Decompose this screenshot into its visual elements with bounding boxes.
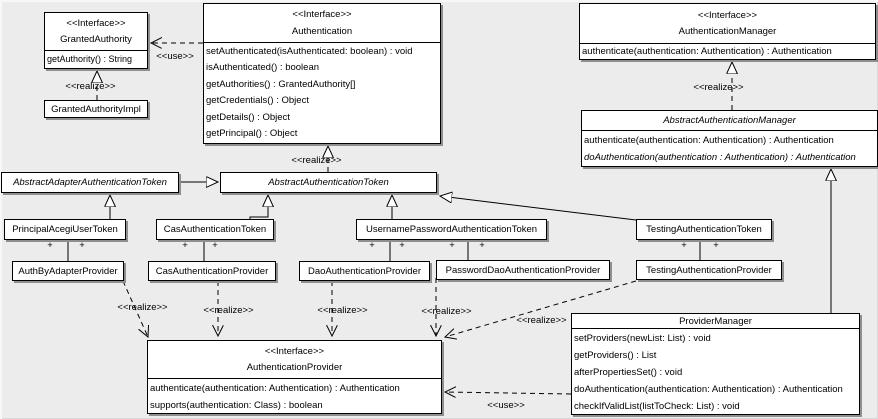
realize-label: <<realize>> <box>317 305 368 316</box>
class-principal-acegi-user-token[interactable]: PrincipalAcegiUserToken <box>4 219 126 240</box>
multiplicity-label: + <box>182 240 188 251</box>
class-password-dao-authentication-provider[interactable]: PasswordDaoAuthenticationProvider <box>436 260 610 280</box>
uml-method: getDetails() : Object <box>206 111 290 123</box>
uml-method: authenticate(authentication: Authenticat… <box>150 383 400 394</box>
uml-method: supports(authentication: Class) : boolea… <box>150 400 323 411</box>
class-cas-authentication-token[interactable]: CasAuthenticationToken <box>156 219 274 240</box>
realize-label: <<realize>> <box>65 81 116 92</box>
realize-label: <<realize>> <box>117 302 168 313</box>
class-testing-authentication-token[interactable]: TestingAuthenticationToken <box>636 219 772 240</box>
use-label: <<use>> <box>487 400 525 411</box>
class-name: TestingAuthenticationProvider <box>646 264 772 276</box>
class-username-password-authentication-token[interactable]: UsernamePasswordAuthenticationToken <box>356 219 547 240</box>
multiplicity-label: + <box>399 240 405 251</box>
class-abstract-authentication-manager[interactable]: AbstractAuthenticationManager authentica… <box>581 110 878 167</box>
class-name: ProviderManager <box>679 315 752 327</box>
class-name: CasAuthenticationProvider <box>155 265 269 277</box>
stereotype-label: <<Interface>> <box>264 346 325 357</box>
class-granted-authority-impl[interactable]: GrantedAuthorityImpl <box>44 100 148 118</box>
realize-label: <<realize>> <box>203 305 254 316</box>
multiplicity-label: + <box>681 240 687 251</box>
class-authentication[interactable]: <<Interface>> Authentication setAuthenti… <box>203 3 441 144</box>
realize-label: <<realize>> <box>291 155 342 166</box>
class-name: CasAuthenticationToken <box>163 224 267 235</box>
multiplicity-label: + <box>479 240 485 251</box>
stereotype-label: <<Interface>> <box>292 9 352 21</box>
stereotype-label: <<Interface>> <box>66 18 126 29</box>
realize-label: <<realize>> <box>693 82 744 93</box>
uml-method: checkIfValidList(listToCheck: List) : vo… <box>574 401 740 412</box>
uml-method: doAuthentication(authentication: Authent… <box>574 384 843 395</box>
multiplicity-label: + <box>449 240 455 251</box>
class-testing-authentication-provider[interactable]: TestingAuthenticationProvider <box>636 260 782 280</box>
class-name: AbstractAuthenticationToken <box>268 177 389 188</box>
uml-method: isAuthenticated() : boolean <box>206 62 320 74</box>
class-auth-by-adapter-provider[interactable]: AuthByAdapterProvider <box>12 261 124 281</box>
multiplicity-label: + <box>79 240 85 251</box>
class-name: AbstractAuthenticationManager <box>663 115 796 126</box>
class-authentication-manager[interactable]: <<Interface>> AuthenticationManager auth… <box>579 3 876 60</box>
realize-label: <<realize>> <box>516 315 567 326</box>
class-provider-manager[interactable]: ProviderManager setProviders(newList: Li… <box>571 313 860 415</box>
class-name: UsernamePasswordAuthenticationToken <box>365 224 538 235</box>
class-name: DaoAuthenticationProvider <box>307 265 421 277</box>
class-name: TestingAuthenticationToken <box>646 224 762 235</box>
uml-method: authenticate(authentication: Authenticat… <box>584 135 834 146</box>
class-name: GrantedAuthority <box>60 34 132 45</box>
uml-method: doAuthentication(authentication : Authen… <box>584 152 856 163</box>
class-name: AuthenticationProvider <box>246 362 343 373</box>
uml-method: setProviders(newList: List) : void <box>574 333 711 344</box>
class-name: AuthenticationManager <box>678 26 777 38</box>
class-name: AbstractAdapterAuthenticationToken <box>13 177 167 188</box>
multiplicity-label: + <box>713 240 719 251</box>
uml-method: setAuthenticated(isAuthenticated: boolea… <box>206 46 413 57</box>
class-dao-authentication-provider[interactable]: DaoAuthenticationProvider <box>299 261 430 281</box>
uml-method: getAuthorities() : GrantedAuthority[] <box>206 78 356 90</box>
class-abstract-authentication-token[interactable]: AbstractAuthenticationToken <box>220 172 437 193</box>
uml-method: afterPropertiesSet() : void <box>574 367 683 378</box>
class-name: PasswordDaoAuthenticationProvider <box>445 264 601 276</box>
stereotype-label: <<Interface>> <box>697 9 758 21</box>
uml-method: getProviders() : List <box>574 350 657 361</box>
realize-label: <<realize>> <box>421 306 472 317</box>
use-label: <<use>> <box>156 51 194 62</box>
class-granted-authority[interactable]: <<Interface>> GrantedAuthority getAuthor… <box>44 12 148 69</box>
class-name: GrantedAuthorityImpl <box>51 103 141 115</box>
class-name: Authentication <box>291 25 353 37</box>
class-name: AuthByAdapterProvider <box>18 265 118 277</box>
uml-method: authenticate(authentication: Authenticat… <box>582 46 832 57</box>
uml-method: getAuthority() : String <box>47 54 133 64</box>
multiplicity-label: + <box>369 240 375 251</box>
uml-method: getCredentials() : Object <box>206 95 309 107</box>
class-name: PrincipalAcegiUserToken <box>12 224 118 235</box>
class-abstract-adapter-authentication-token[interactable]: AbstractAdapterAuthenticationToken <box>1 172 179 193</box>
uml-method: getPrincipal() : Object <box>206 128 298 140</box>
class-cas-authentication-provider[interactable]: CasAuthenticationProvider <box>148 261 276 281</box>
class-authentication-provider[interactable]: <<Interface>> AuthenticationProvider aut… <box>147 340 442 414</box>
multiplicity-label: + <box>47 240 53 251</box>
multiplicity-label: + <box>212 240 218 251</box>
